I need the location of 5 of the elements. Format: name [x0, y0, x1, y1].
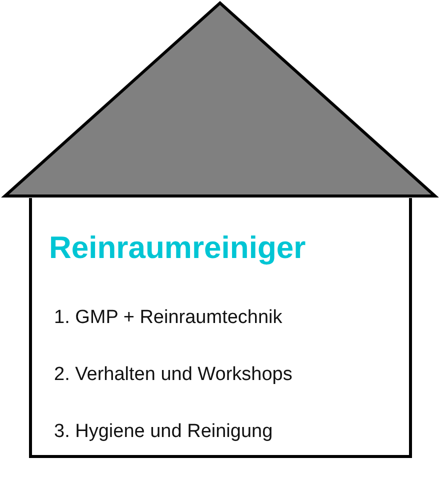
list-item: 2. Verhalten und Workshops: [54, 364, 292, 386]
list-item: 1. GMP + Reinraumtechnik: [54, 307, 282, 329]
house-body: [29, 198, 412, 458]
heading: Reinraumreiniger: [49, 230, 306, 266]
list-item: 3. Hygiene und Reinigung: [54, 421, 273, 443]
